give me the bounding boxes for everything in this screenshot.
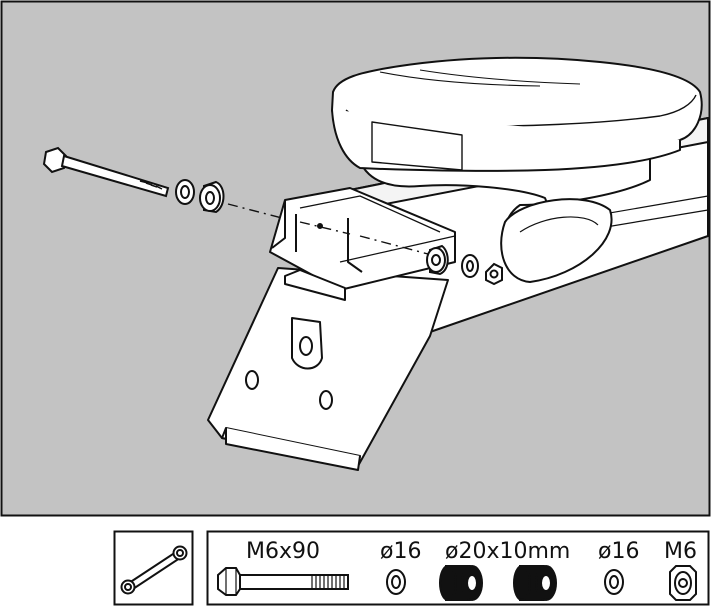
tool-box <box>113 530 194 606</box>
bolt-icon <box>217 567 349 596</box>
exploded-hardware-right <box>426 244 503 286</box>
parts-box: M6x90 ø16 ø20x10mm ø16 M6 <box>206 530 710 606</box>
exploded-hardware <box>42 146 429 255</box>
part-label-bolt: M6x90 <box>246 539 320 564</box>
illustration-panel <box>0 0 711 517</box>
washer-icon-2 <box>604 569 624 595</box>
double-ended-wrench-icon <box>120 545 188 595</box>
washer-exploded <box>175 179 195 205</box>
spacer-exploded-2 <box>426 244 449 276</box>
spacer-icon <box>439 565 483 601</box>
front-leg <box>207 267 449 471</box>
nut-exploded <box>485 262 503 286</box>
bolt-exploded <box>42 146 170 198</box>
part-label-washer-2: ø16 <box>598 539 639 564</box>
front-bracket <box>269 187 456 301</box>
part-label-spacer: ø20x10mm <box>445 539 570 564</box>
spacer-icon-2 <box>513 565 557 601</box>
spacer-exploded <box>199 180 225 214</box>
part-label-washer-1: ø16 <box>380 539 421 564</box>
seat <box>331 56 703 283</box>
nut-icon <box>669 565 697 601</box>
part-label-nut: M6 <box>664 539 697 564</box>
washer-exploded-2 <box>461 254 479 278</box>
washer-icon <box>386 569 406 595</box>
